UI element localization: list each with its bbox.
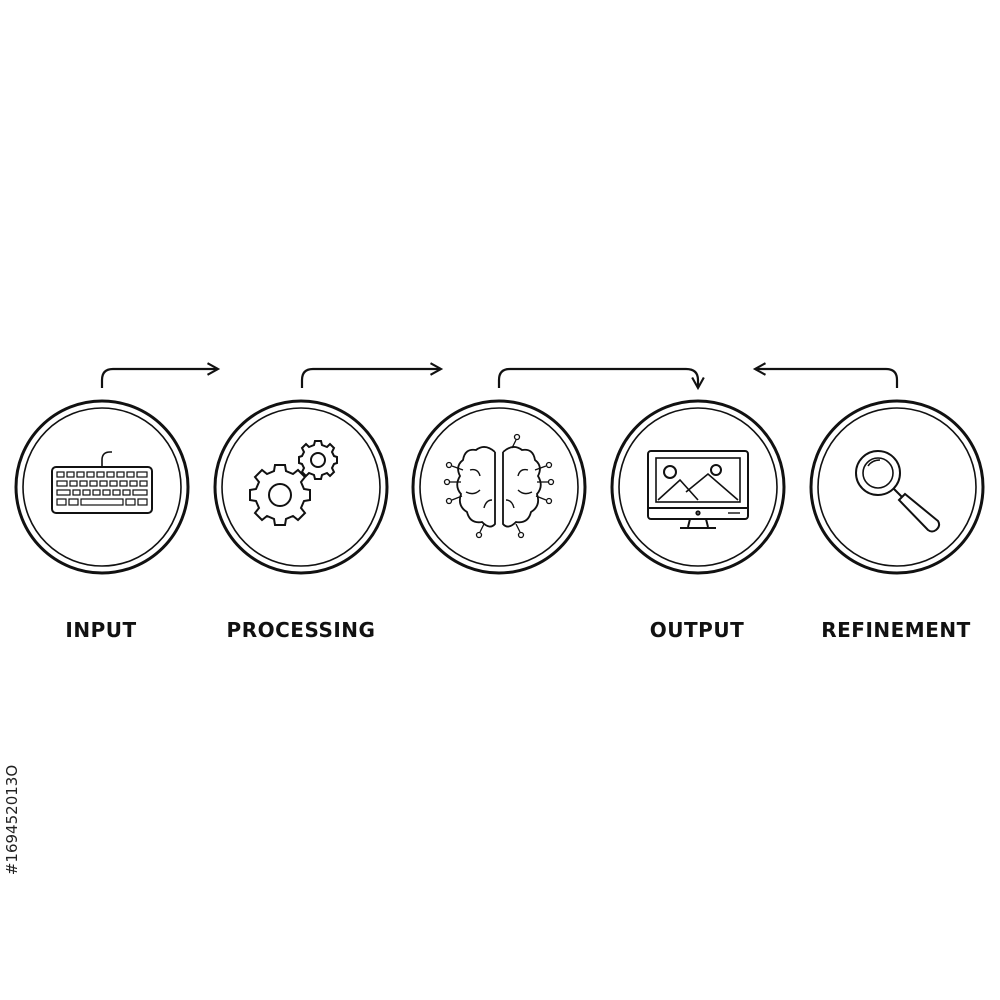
stock-id-text: #169452013O	[3, 764, 21, 876]
arrow-processing-to-brain	[300, 362, 444, 388]
monitor-image-icon	[647, 450, 749, 529]
brain-circuit-icon	[443, 433, 555, 539]
step-circle-input	[14, 399, 190, 575]
step-circle-output	[610, 399, 786, 575]
step-circle-brain	[411, 399, 587, 575]
step-label-input: INPUT	[65, 618, 137, 642]
stock-image-id: #169452013O	[0, 755, 24, 885]
keyboard-icon	[51, 451, 153, 514]
gears-icon	[249, 440, 338, 526]
step-circle-processing	[213, 399, 389, 575]
step-label-output: OUTPUT	[649, 618, 745, 642]
step-label-refinement: REFINEMENT	[821, 618, 971, 642]
arrow-brain-to-output	[497, 367, 705, 391]
arrow-refinement-to-output	[752, 362, 899, 388]
step-label-processing: PROCESSING	[226, 618, 376, 642]
step-circle-refinement	[809, 399, 985, 575]
arrow-input-to-processing	[100, 362, 221, 388]
magnifier-icon	[855, 450, 941, 533]
